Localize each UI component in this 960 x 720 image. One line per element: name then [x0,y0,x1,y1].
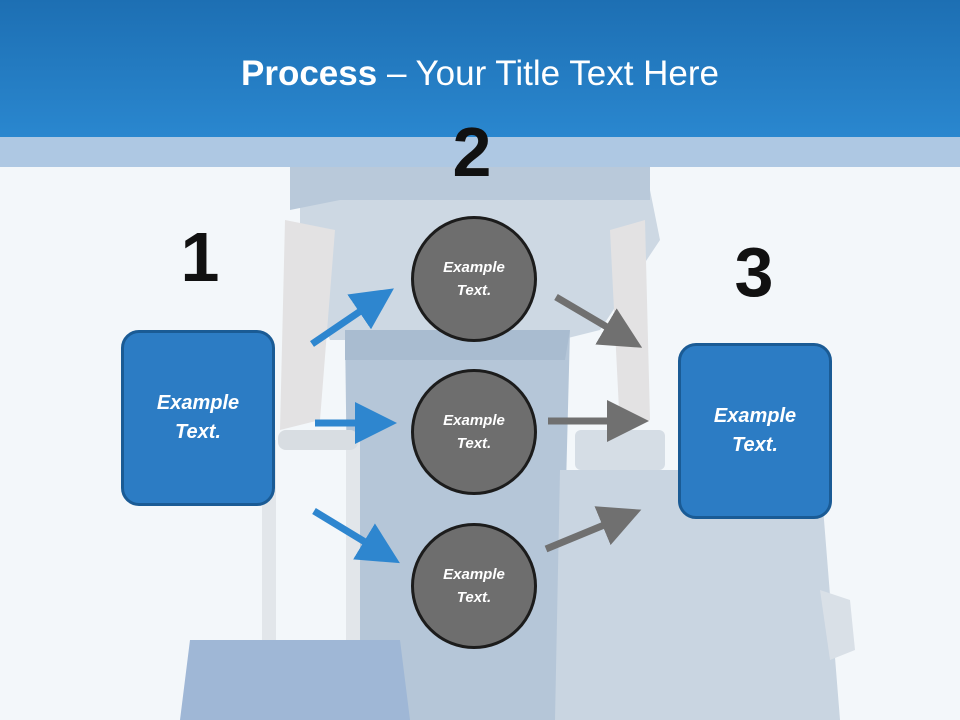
step-number-3: 3 [734,233,774,311]
step-1-text: Example Text. [156,392,240,443]
slide-title: Process – Your Title Text Here [0,52,960,96]
step-2-circle-top: Example Text. [411,216,537,342]
title-rest: – Your Title Text Here [377,54,719,93]
circle-text: Example Text. [443,412,505,452]
step-1-box: Example Text. [121,330,275,506]
circle-text: Example Text. [443,259,505,299]
step-number-2: 2 [452,113,492,191]
step-number-1: 1 [180,218,220,296]
step-3-text: Example Text. [713,405,797,456]
title-bar [0,0,960,137]
title-bold: Process [241,54,378,93]
step-2-circle-bottom: Example Text. [411,523,537,649]
circle-text: Example Text. [443,566,505,606]
step-3-box: Example Text. [678,343,832,519]
header-band [0,137,960,167]
step-2-circle-middle: Example Text. [411,369,537,495]
